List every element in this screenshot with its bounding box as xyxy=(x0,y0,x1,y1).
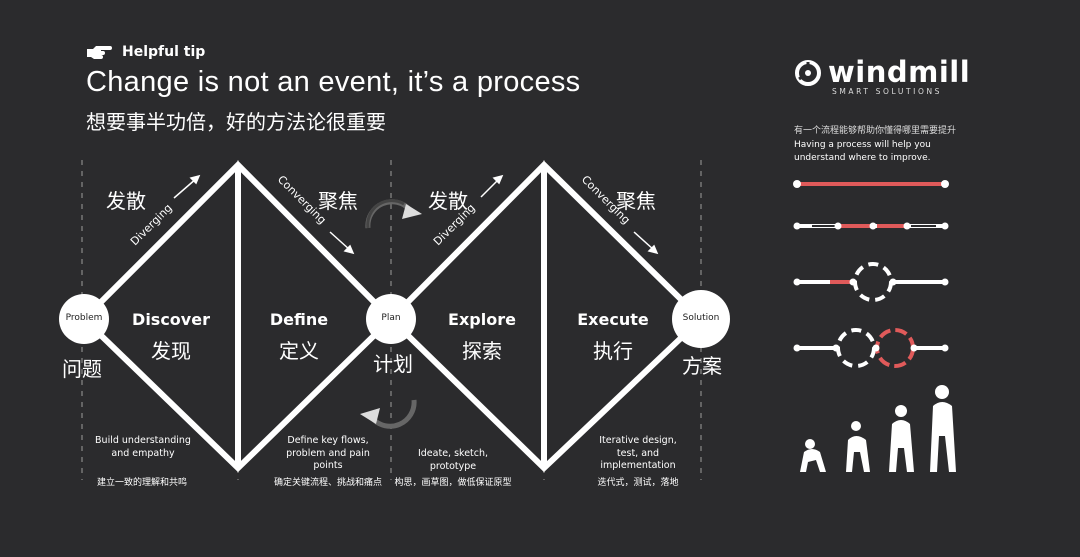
page-title: Change is not an event, it’s a process xyxy=(86,66,581,98)
helpful-tip: Helpful tip xyxy=(86,44,205,60)
converge-arrow-2 xyxy=(633,231,655,251)
brand-logo: windmill xyxy=(794,58,970,87)
node-plan xyxy=(366,294,416,344)
side-caption-cn: 有一个流程能够帮助你懂得哪里需要提升 xyxy=(794,126,957,136)
node-solution-cn: 方案 xyxy=(682,354,722,378)
node-problem-cn: 问题 xyxy=(62,357,102,381)
evolution-figures-icon xyxy=(800,385,956,472)
diverge-cn-2: 发散 xyxy=(428,189,468,213)
tip-label: Helpful tip xyxy=(122,44,206,60)
phase-explore-title: Explore xyxy=(448,310,516,329)
node-problem xyxy=(59,294,109,344)
phase-explore-note-cn: 构思，画草图，做低保证原型 xyxy=(394,478,512,488)
phase-define-title: Define xyxy=(269,310,329,329)
node-plan-label: Plan xyxy=(381,313,401,323)
cycle-arrow-icon xyxy=(365,199,422,229)
phase-define-note-cn: 确定关键流程、挑战和痛点 xyxy=(273,478,382,488)
converge-arrow-1 xyxy=(329,231,351,251)
windmill-logo-icon xyxy=(795,59,821,86)
phase-discover-note: Build understanding and empathy xyxy=(95,435,191,459)
phase-explore-cn: 探索 xyxy=(462,339,502,363)
diverge-arrow-1 xyxy=(173,177,198,199)
phase-discover-title: Discover xyxy=(132,310,210,329)
phase-execute-cn: 执行 xyxy=(593,339,633,363)
phase-execute-note: Iterative design, test, and implementati… xyxy=(599,435,677,471)
node-solution-label: Solution xyxy=(682,313,720,323)
page-subtitle: 想要事半功倍，好的方法论很重要 xyxy=(86,110,386,134)
node-solution xyxy=(672,290,730,348)
progress-line-4 xyxy=(793,328,949,368)
node-plan-cn: 计划 xyxy=(373,352,413,376)
brand-tagline: SMART SOLUTIONS xyxy=(832,87,943,96)
progress-line-1 xyxy=(793,180,949,188)
converge-cn-2: 聚焦 xyxy=(616,189,656,213)
cycle-arrow-icon xyxy=(360,399,417,429)
progress-line-3 xyxy=(793,262,949,302)
side-caption-en: Having a process will help you understan… xyxy=(794,140,931,163)
phase-define-cn: 定义 xyxy=(279,339,319,363)
diverge-cn-1: 发散 xyxy=(106,189,146,213)
pointing-hand-icon xyxy=(87,46,112,59)
phase-execute-note-cn: 迭代式，测试，落地 xyxy=(597,478,679,488)
converge-cn-1: 聚焦 xyxy=(318,189,358,213)
phase-discover-cn: 发现 xyxy=(151,339,191,363)
progress-line-2 xyxy=(793,222,949,230)
phase-explore-note: Ideate, sketch, prototype xyxy=(417,448,489,472)
brand-name: windmill xyxy=(828,55,971,89)
phase-discover-note-cn: 建立一致的理解和共鸣 xyxy=(96,478,187,488)
phase-define-note: Define key flows, problem and pain point… xyxy=(286,435,370,471)
node-problem-label: Problem xyxy=(65,313,103,323)
phase-execute-title: Execute xyxy=(577,310,649,329)
